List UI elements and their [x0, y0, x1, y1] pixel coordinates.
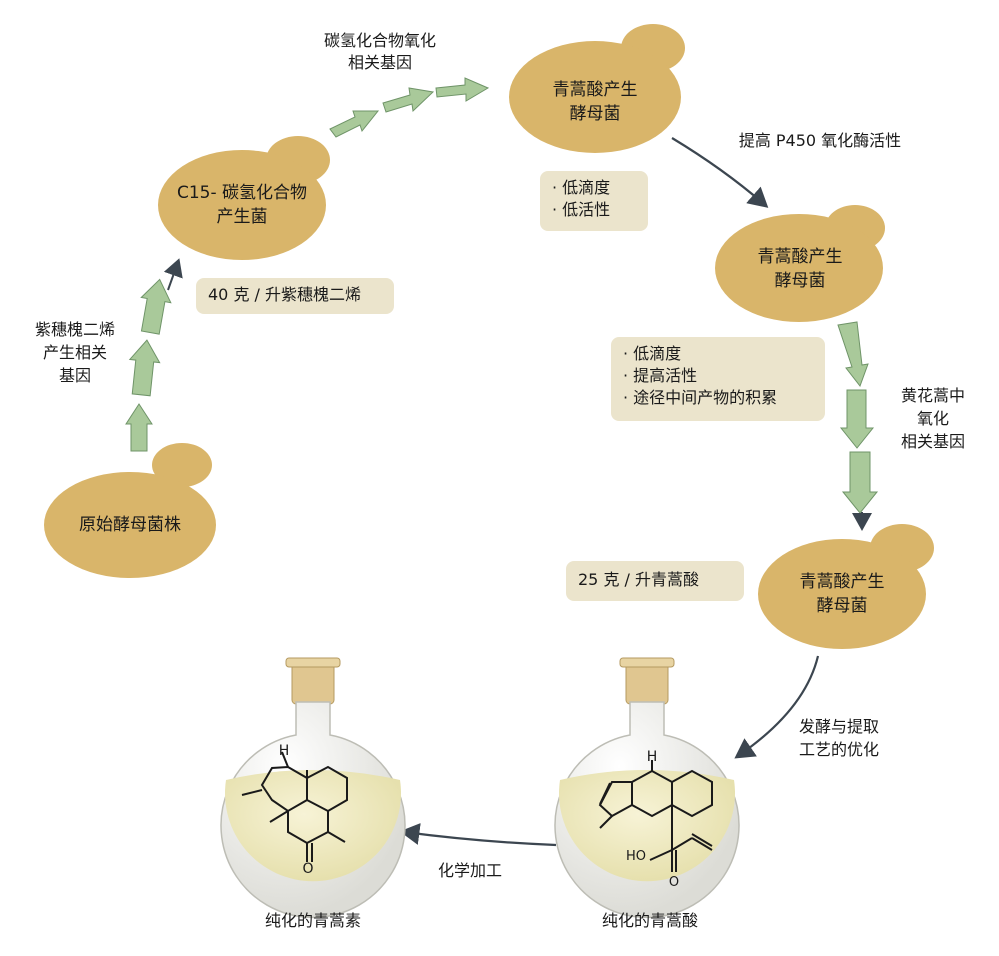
flask-liquid [224, 770, 401, 882]
atom-o-artemisinin: O [302, 861, 314, 877]
cell-label-original: 原始酵母菌株 [79, 515, 181, 535]
flask-artemisinin [220, 657, 406, 919]
cell-label-c15-line1: C15- 碳氢化合物 [176, 183, 308, 203]
label-artemisia-genes-1: 黄花蒿中 [900, 386, 965, 405]
arrow-chemical-processing [399, 823, 557, 847]
note-line: 25 克 / 升青蒿酸 [578, 570, 700, 589]
atom-ho-artemisinic: HO [625, 849, 646, 864]
yeast-cell-aa2 [715, 205, 885, 322]
cell-label-aa3-line2: 酵母菌 [816, 596, 868, 616]
yeast-cell-aa3 [758, 524, 934, 649]
label-artemisia-genes-2: 氧化 [916, 409, 949, 428]
flask-artemisinic-acid [554, 657, 740, 919]
note-line: 40 克 / 升紫穗槐二烯 [208, 285, 362, 304]
label-artemisia-genes-3: 相关基因 [900, 432, 965, 451]
note-aa-titer: 25 克 / 升青蒿酸 [566, 561, 744, 601]
label-hydrocarbon-genes-2: 相关基因 [347, 53, 412, 72]
yeast-cell-c15 [158, 136, 330, 260]
yeast-cell-aa1 [509, 24, 685, 153]
label-p450-boost: 提高 P450 氧化酶活性 [738, 131, 902, 150]
cell-label-aa1-line2: 酵母菌 [569, 104, 621, 124]
caption-artemisinic-acid: 纯化的青蒿酸 [601, 911, 698, 930]
note-line: · 低滴度 [552, 178, 611, 197]
atom-h-artemisinic: H [646, 749, 658, 765]
note-line: · 低活性 [552, 200, 611, 219]
note-stage2-issues: · 低滴度 · 提高活性 · 途径中间产物的积累 [611, 337, 825, 421]
arrow-to-c15 [163, 258, 183, 291]
gene-arrows-amorphadiene [125, 278, 172, 452]
label-fermentation-2: 工艺的优化 [798, 740, 879, 759]
gene-arrows-artemisia-oxidation [837, 321, 879, 514]
atom-o-artemisinic: O [668, 875, 680, 890]
molecule-artemisinin [241, 751, 348, 862]
cell-label-aa1-line1: 青蒿酸产生 [552, 80, 638, 100]
label-amorphadiene-genes-3: 基因 [58, 366, 91, 385]
label-fermentation-1: 发酵与提取 [798, 717, 879, 736]
cell-label-aa3-line1: 青蒿酸产生 [799, 572, 885, 592]
note-line: · 低滴度 [623, 344, 682, 363]
caption-artemisinin: 纯化的青蒿素 [264, 911, 361, 930]
label-amorphadiene-genes-1: 紫穗槐二烯 [34, 320, 115, 339]
molecule-artemisinic-acid [598, 760, 713, 872]
yeast-cell-original [44, 443, 216, 578]
note-line: · 提高活性 [623, 366, 698, 385]
cell-label-c15-line2: 产生菌 [216, 207, 268, 227]
note-line: · 途径中间产物的积累 [623, 388, 778, 407]
cell-label-aa2-line2: 酵母菌 [774, 271, 826, 291]
cell-label-aa2-line1: 青蒿酸产生 [757, 247, 843, 267]
note-stage1-issues: · 低滴度 · 低活性 [540, 171, 648, 231]
label-amorphadiene-genes-2: 产生相关 [42, 343, 107, 362]
label-hydrocarbon-genes-1: 碳氢化合物氧化 [323, 31, 436, 50]
arrow-fermentation [734, 655, 820, 759]
atom-h-artemisinin: H [278, 743, 290, 759]
gene-arrows-hydrocarbon-oxidation [329, 77, 490, 138]
note-amorphadiene-titer: 40 克 / 升紫穗槐二烯 [196, 278, 394, 314]
label-chemical-processing: 化学加工 [437, 861, 502, 880]
arrow-p450-boost [671, 137, 769, 208]
